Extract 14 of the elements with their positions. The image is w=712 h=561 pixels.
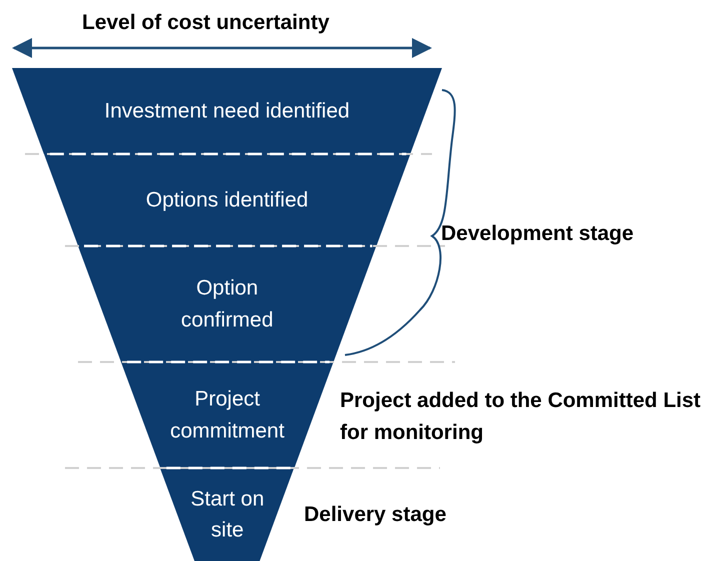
- stage-label: Option confirmed: [180, 276, 274, 333]
- funnel-segment: [44, 154, 410, 246]
- funnel-segment: [12, 68, 442, 154]
- stage-label: Start on site: [190, 486, 266, 544]
- funnel-segment: [78, 246, 376, 362]
- stage-label: Options identified: [144, 187, 310, 214]
- title: Level of cost uncertainty: [82, 10, 330, 36]
- stage-label: Project commitment: [169, 386, 286, 444]
- stage-note: Development stage: [441, 221, 635, 247]
- funnel-segment: [121, 362, 334, 468]
- funnel-segment: [160, 468, 294, 561]
- stage-label: Investment need identified: [103, 98, 351, 124]
- stage-note: Project added to the Committed List for monitoring: [340, 388, 702, 446]
- stage-note: Delivery stage: [304, 502, 448, 528]
